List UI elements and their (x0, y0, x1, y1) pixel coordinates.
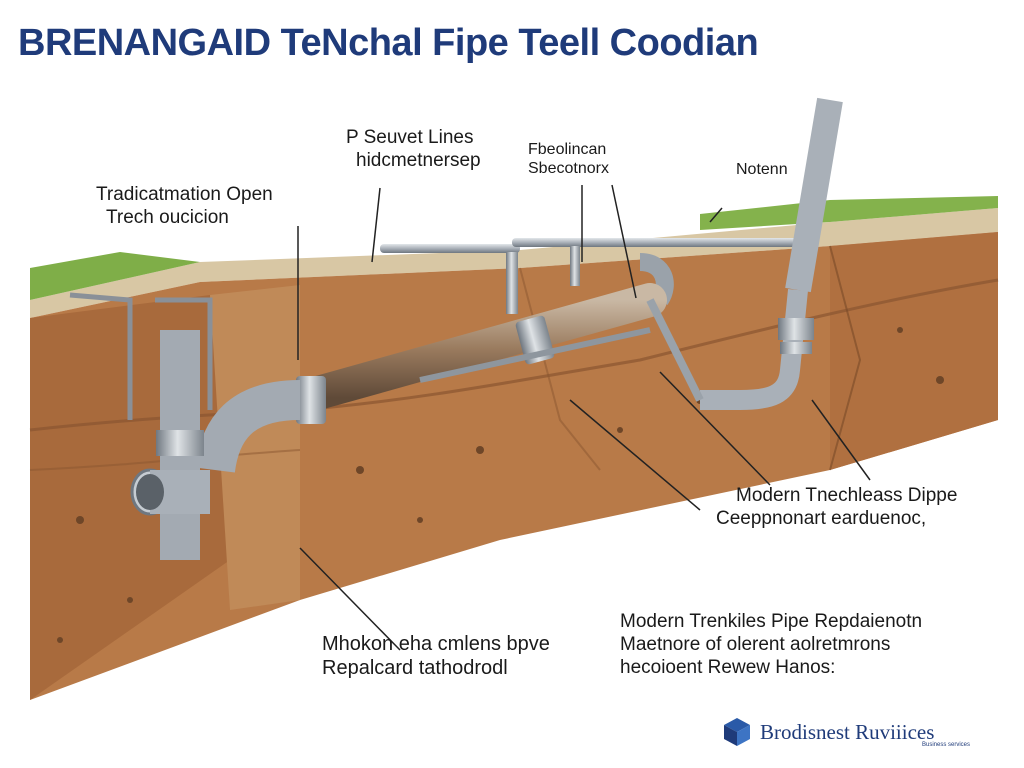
label-line: Tradicatmation Open (96, 184, 273, 205)
label-line: Notenn (736, 161, 788, 178)
label-line: Trech oucicion (106, 207, 229, 228)
leader-lines (297, 184, 871, 651)
label-notenn: Notenn (736, 160, 788, 179)
label-broken-pipe-replaced: Mhokon eha cmlens bpve Repalcard tathodr… (322, 632, 550, 680)
label-line: Repalcard tathodrodl (322, 657, 508, 679)
label-traditional-open-trench: Tradicatmation Open Trech oucicion (96, 183, 273, 229)
label-line: Fbeolincan (528, 141, 607, 158)
logo-name: Brodisnest Ruviiices (760, 719, 935, 744)
label-modern-trenchless-pipe: Modern Tnechleass Dippe Ceeppnonart eard… (716, 484, 957, 530)
cube-logo-icon (724, 718, 750, 746)
label-line: Maetnore of olerent aolretmrons (620, 634, 891, 655)
logo-tagline: Business services (922, 742, 971, 748)
standpipe (419, 97, 843, 410)
label-line: Sbecotnorx (528, 160, 609, 177)
page-title: BRENANGAID TeNchal Fipe Teell Coodian (18, 22, 759, 64)
label-line: Modern Tnechleass Dippe (736, 485, 958, 506)
label-line: hidcmetnersep (356, 150, 481, 171)
label-line: P Seuvet Lines (346, 127, 474, 148)
trench-shoring (69, 292, 213, 420)
label-line: Ceeppnonart earduenoc, (716, 508, 927, 529)
brand-logo: Brodisnest Ruviiices (722, 712, 934, 752)
label-modern-replacement-block: Modern Trenkiles Pipe Repdaienotn Maetno… (620, 610, 922, 679)
elbow-pipe (130, 330, 301, 560)
surface-pipes (380, 238, 812, 314)
label-foundation-connector: Fbeolincan Sbecotnorx (528, 140, 609, 178)
label-sewer-lines: P Seuvet Lines hidcmetnersep (346, 126, 481, 172)
label-line: hecoioent Rewew Hanos: (620, 657, 836, 678)
label-line: Modern Trenkiles Pipe Repdaienotn (620, 611, 923, 632)
label-line: Mhokon eha cmlens bpve (322, 633, 550, 655)
